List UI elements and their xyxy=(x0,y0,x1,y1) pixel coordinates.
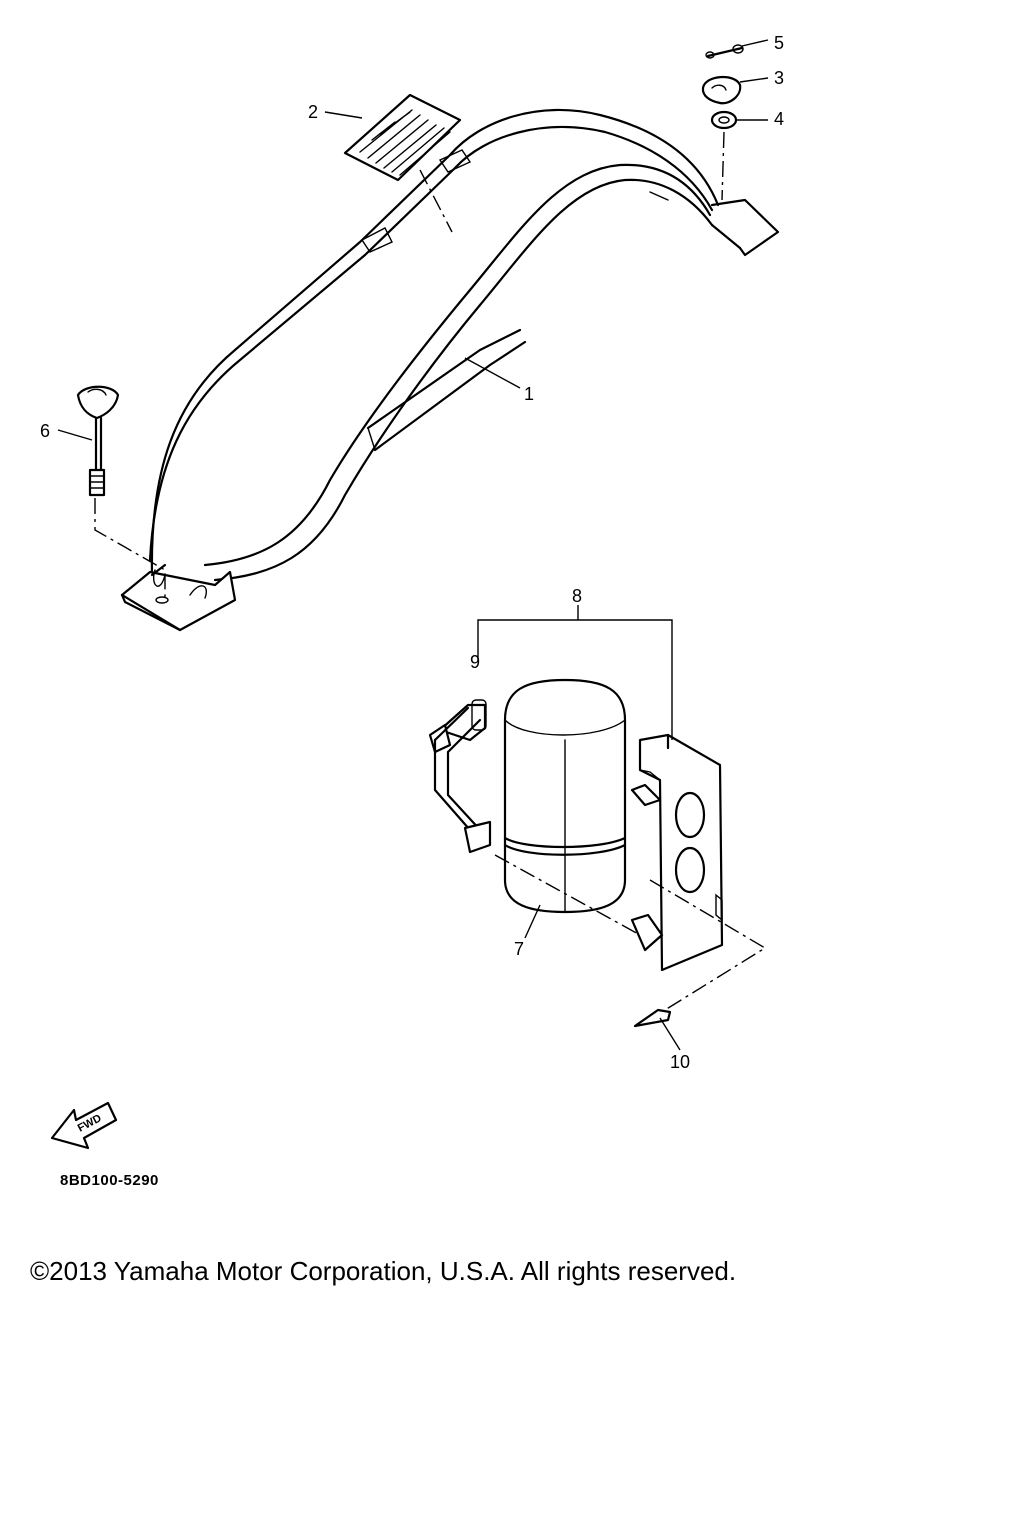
clip-part xyxy=(494,854,767,1028)
callout-7: 7 xyxy=(514,939,524,959)
callout-10: 10 xyxy=(670,1052,690,1072)
bolt-part xyxy=(76,385,166,598)
callout-2: 2 xyxy=(308,102,318,122)
callout-4: 4 xyxy=(774,109,784,129)
battery-box-part xyxy=(503,678,627,914)
fender-part xyxy=(120,108,780,632)
diagram-code: 8BD100-5290 xyxy=(60,1172,159,1189)
copyright-notice: ©2013 Yamaha Motor Corporation, U.S.A. A… xyxy=(30,1256,737,1286)
callout-6: 6 xyxy=(40,421,50,441)
callout-1: 1 xyxy=(524,384,534,404)
decal-part xyxy=(343,93,462,233)
callout-5: 5 xyxy=(774,33,784,53)
callout-3: 3 xyxy=(774,68,784,88)
leader-lines xyxy=(57,39,769,1051)
fwd-arrow-icon: FWD xyxy=(50,1101,118,1150)
strap-part xyxy=(428,699,492,854)
callout-9: 9 xyxy=(470,652,480,672)
callout-8: 8 xyxy=(572,586,582,606)
fastener-parts xyxy=(701,44,744,201)
